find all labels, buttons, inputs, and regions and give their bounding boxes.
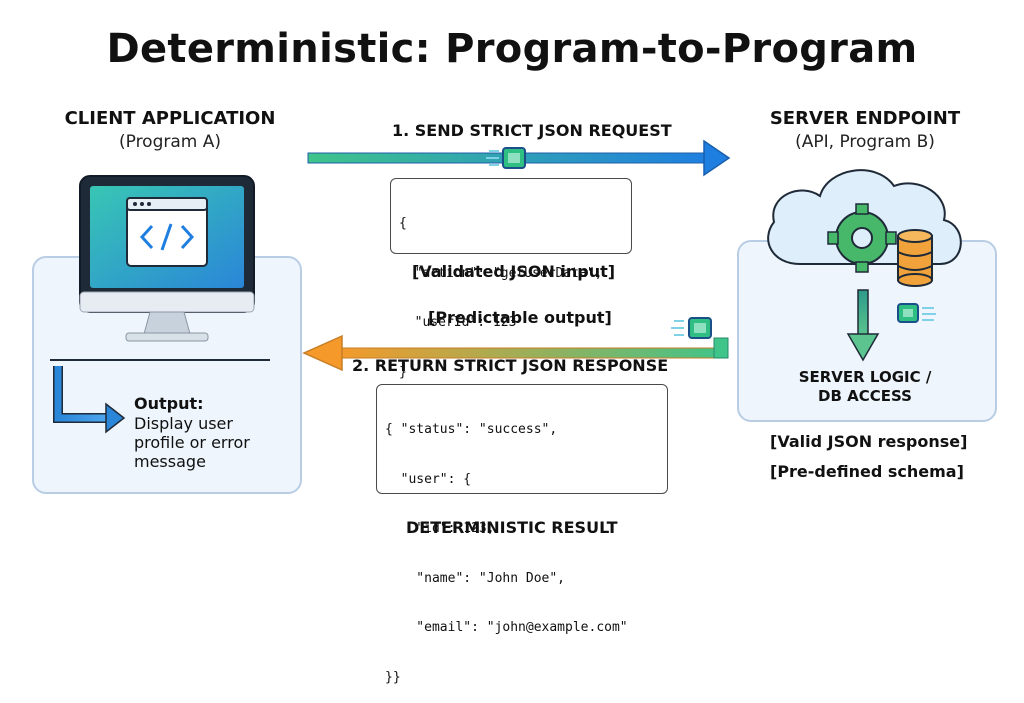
monitor-code-icon [79,175,255,342]
code-line: { [399,216,407,231]
output-line: Display user [134,414,233,433]
data-packet-icon [671,317,712,339]
server-note-valid: [Valid JSON response] [770,432,968,451]
deterministic-result: DETERMINISTIC RESULT [406,518,618,537]
code-line: { "status": "success", [385,422,558,437]
request-note: [Validated JSON input] [412,262,616,281]
response-note-above: [Predictable output] [428,308,612,327]
code-line: "userId": 123 [399,315,517,330]
response-code-block: { "status": "success", "user": { "id": 1… [376,384,668,685]
output-line: message [134,452,206,471]
response-arrow [302,334,729,372]
server-subheading: (API, Program B) [795,132,935,152]
code-line: "email": "john@example.com" [385,620,628,635]
server-heading: SERVER ENDPOINT [769,108,961,129]
output-title: Output: [134,394,204,413]
data-packet-icon [897,303,936,323]
server-down-arrow [846,289,880,362]
diagram-graphics [50,139,962,434]
code-line: "user": { [385,471,472,487]
output-line: profile or error [134,433,250,452]
code-line: }} [385,669,401,685]
client-subheading: (Program A) [118,132,222,152]
client-heading: CLIENT APPLICATION [64,108,276,129]
code-line: "id": 123, [385,521,495,536]
request-label: 1. SEND STRICT JSON REQUEST [392,121,672,140]
code-line: "action": "getUserData", [399,265,603,281]
request-code-block: { "action": "getUserData", "userId": 123… [390,178,632,380]
server-logic-label: SERVER LOGIC / DB ACCESS [760,368,970,406]
page-title: Deterministic: Program-to-Program [106,26,918,72]
data-packet-icon [486,147,526,169]
gear-icon [827,203,897,273]
response-label: 2. RETURN STRICT JSON RESPONSE [352,356,669,375]
server-note-schema: [Pre-defined schema] [770,462,964,481]
code-line: } [399,364,407,380]
database-icon [897,229,933,287]
code-line: "name": "John Doe", [385,570,566,586]
output-arrow [50,359,270,434]
server-logic-line: DB ACCESS [818,387,912,405]
output-description: Display user profile or error message [134,414,294,471]
server-logic-line: SERVER LOGIC / [798,368,932,386]
